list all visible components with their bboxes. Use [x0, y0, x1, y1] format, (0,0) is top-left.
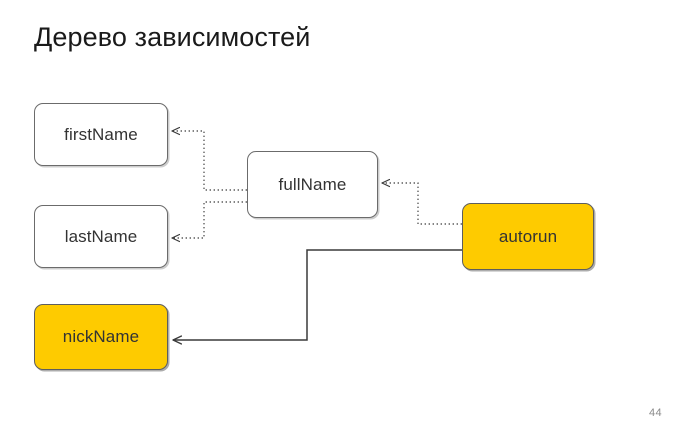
- node-firstname-label: firstName: [64, 124, 138, 144]
- edge-fullname-to-lastname: [172, 201, 247, 238]
- edge-fullname-to-firstname: [172, 131, 247, 191]
- edge-autorun-to-fullname: [382, 183, 462, 225]
- node-lastname-label: lastName: [64, 226, 138, 246]
- node-nickname-label: nickName: [62, 327, 140, 346]
- edge-autorun-to-nickname: [173, 249, 462, 340]
- page-number: 44: [648, 407, 662, 419]
- node-fullname-label: fullName: [278, 174, 347, 194]
- node-fullname[interactable]: fullName: [247, 151, 378, 218]
- page-title: Дерево зависимостей: [34, 22, 311, 52]
- node-firstname[interactable]: firstName: [34, 103, 168, 166]
- node-autorun-label: autorun: [498, 226, 558, 246]
- node-lastname[interactable]: lastName: [34, 205, 168, 268]
- node-autorun[interactable]: autorun: [462, 203, 594, 270]
- node-nickname[interactable]: nickName: [34, 304, 168, 370]
